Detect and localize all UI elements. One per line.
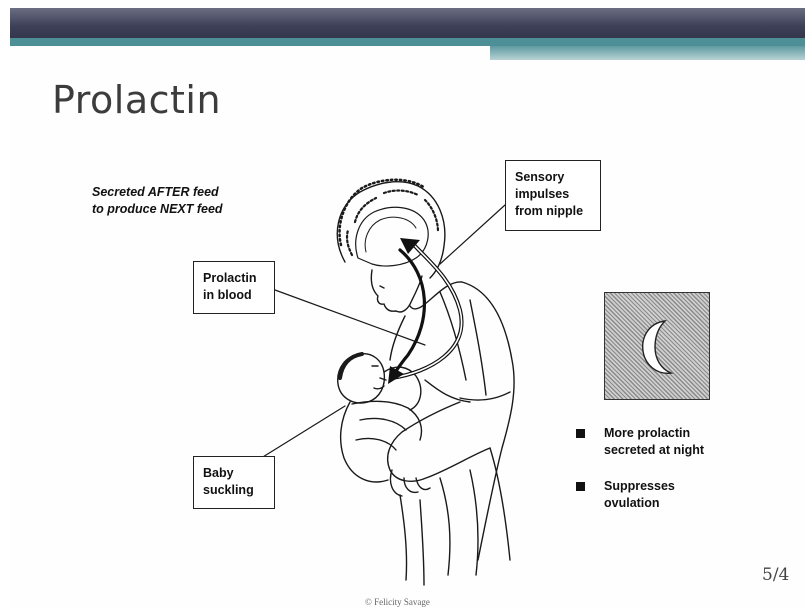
bullet-item: More prolactin secreted at night bbox=[570, 425, 770, 459]
mother-arm bbox=[388, 402, 490, 481]
baby-body bbox=[341, 401, 422, 482]
bullet-line: ovulation bbox=[604, 495, 770, 512]
bullet-square-icon bbox=[576, 482, 585, 491]
label-line: in blood bbox=[203, 287, 265, 304]
page-number: 5/4 bbox=[762, 565, 789, 585]
mother-face bbox=[371, 270, 422, 312]
pointer-sensory bbox=[440, 205, 505, 264]
label-sensory-impulses: Sensory impulses from nipple bbox=[505, 160, 601, 231]
label-line: Baby bbox=[203, 465, 265, 482]
bullet-line: More prolactin bbox=[604, 425, 770, 442]
bullet-line: secreted at night bbox=[604, 442, 770, 459]
bullet-item: Suppresses ovulation bbox=[570, 478, 770, 512]
bullet-square-icon bbox=[576, 429, 585, 438]
night-panel bbox=[604, 292, 710, 400]
label-line: Sensory bbox=[515, 169, 591, 186]
moon-icon bbox=[605, 293, 709, 399]
pointer-prolactin bbox=[275, 290, 425, 345]
label-baby-suckling: Baby suckling bbox=[193, 456, 275, 509]
bullet-line: Suppresses bbox=[604, 478, 770, 495]
label-line: from nipple bbox=[515, 203, 591, 220]
label-line: impulses bbox=[515, 186, 591, 203]
label-line: suckling bbox=[203, 482, 265, 499]
label-prolactin-in-blood: Prolactin in blood bbox=[193, 261, 275, 314]
copyright-credit: © Felicity Savage bbox=[365, 597, 430, 607]
pointer-baby bbox=[258, 406, 345, 460]
mother-hair bbox=[337, 182, 445, 278]
bullet-list: More prolactin secreted at night Suppres… bbox=[570, 425, 770, 531]
label-line: Prolactin bbox=[203, 270, 265, 287]
